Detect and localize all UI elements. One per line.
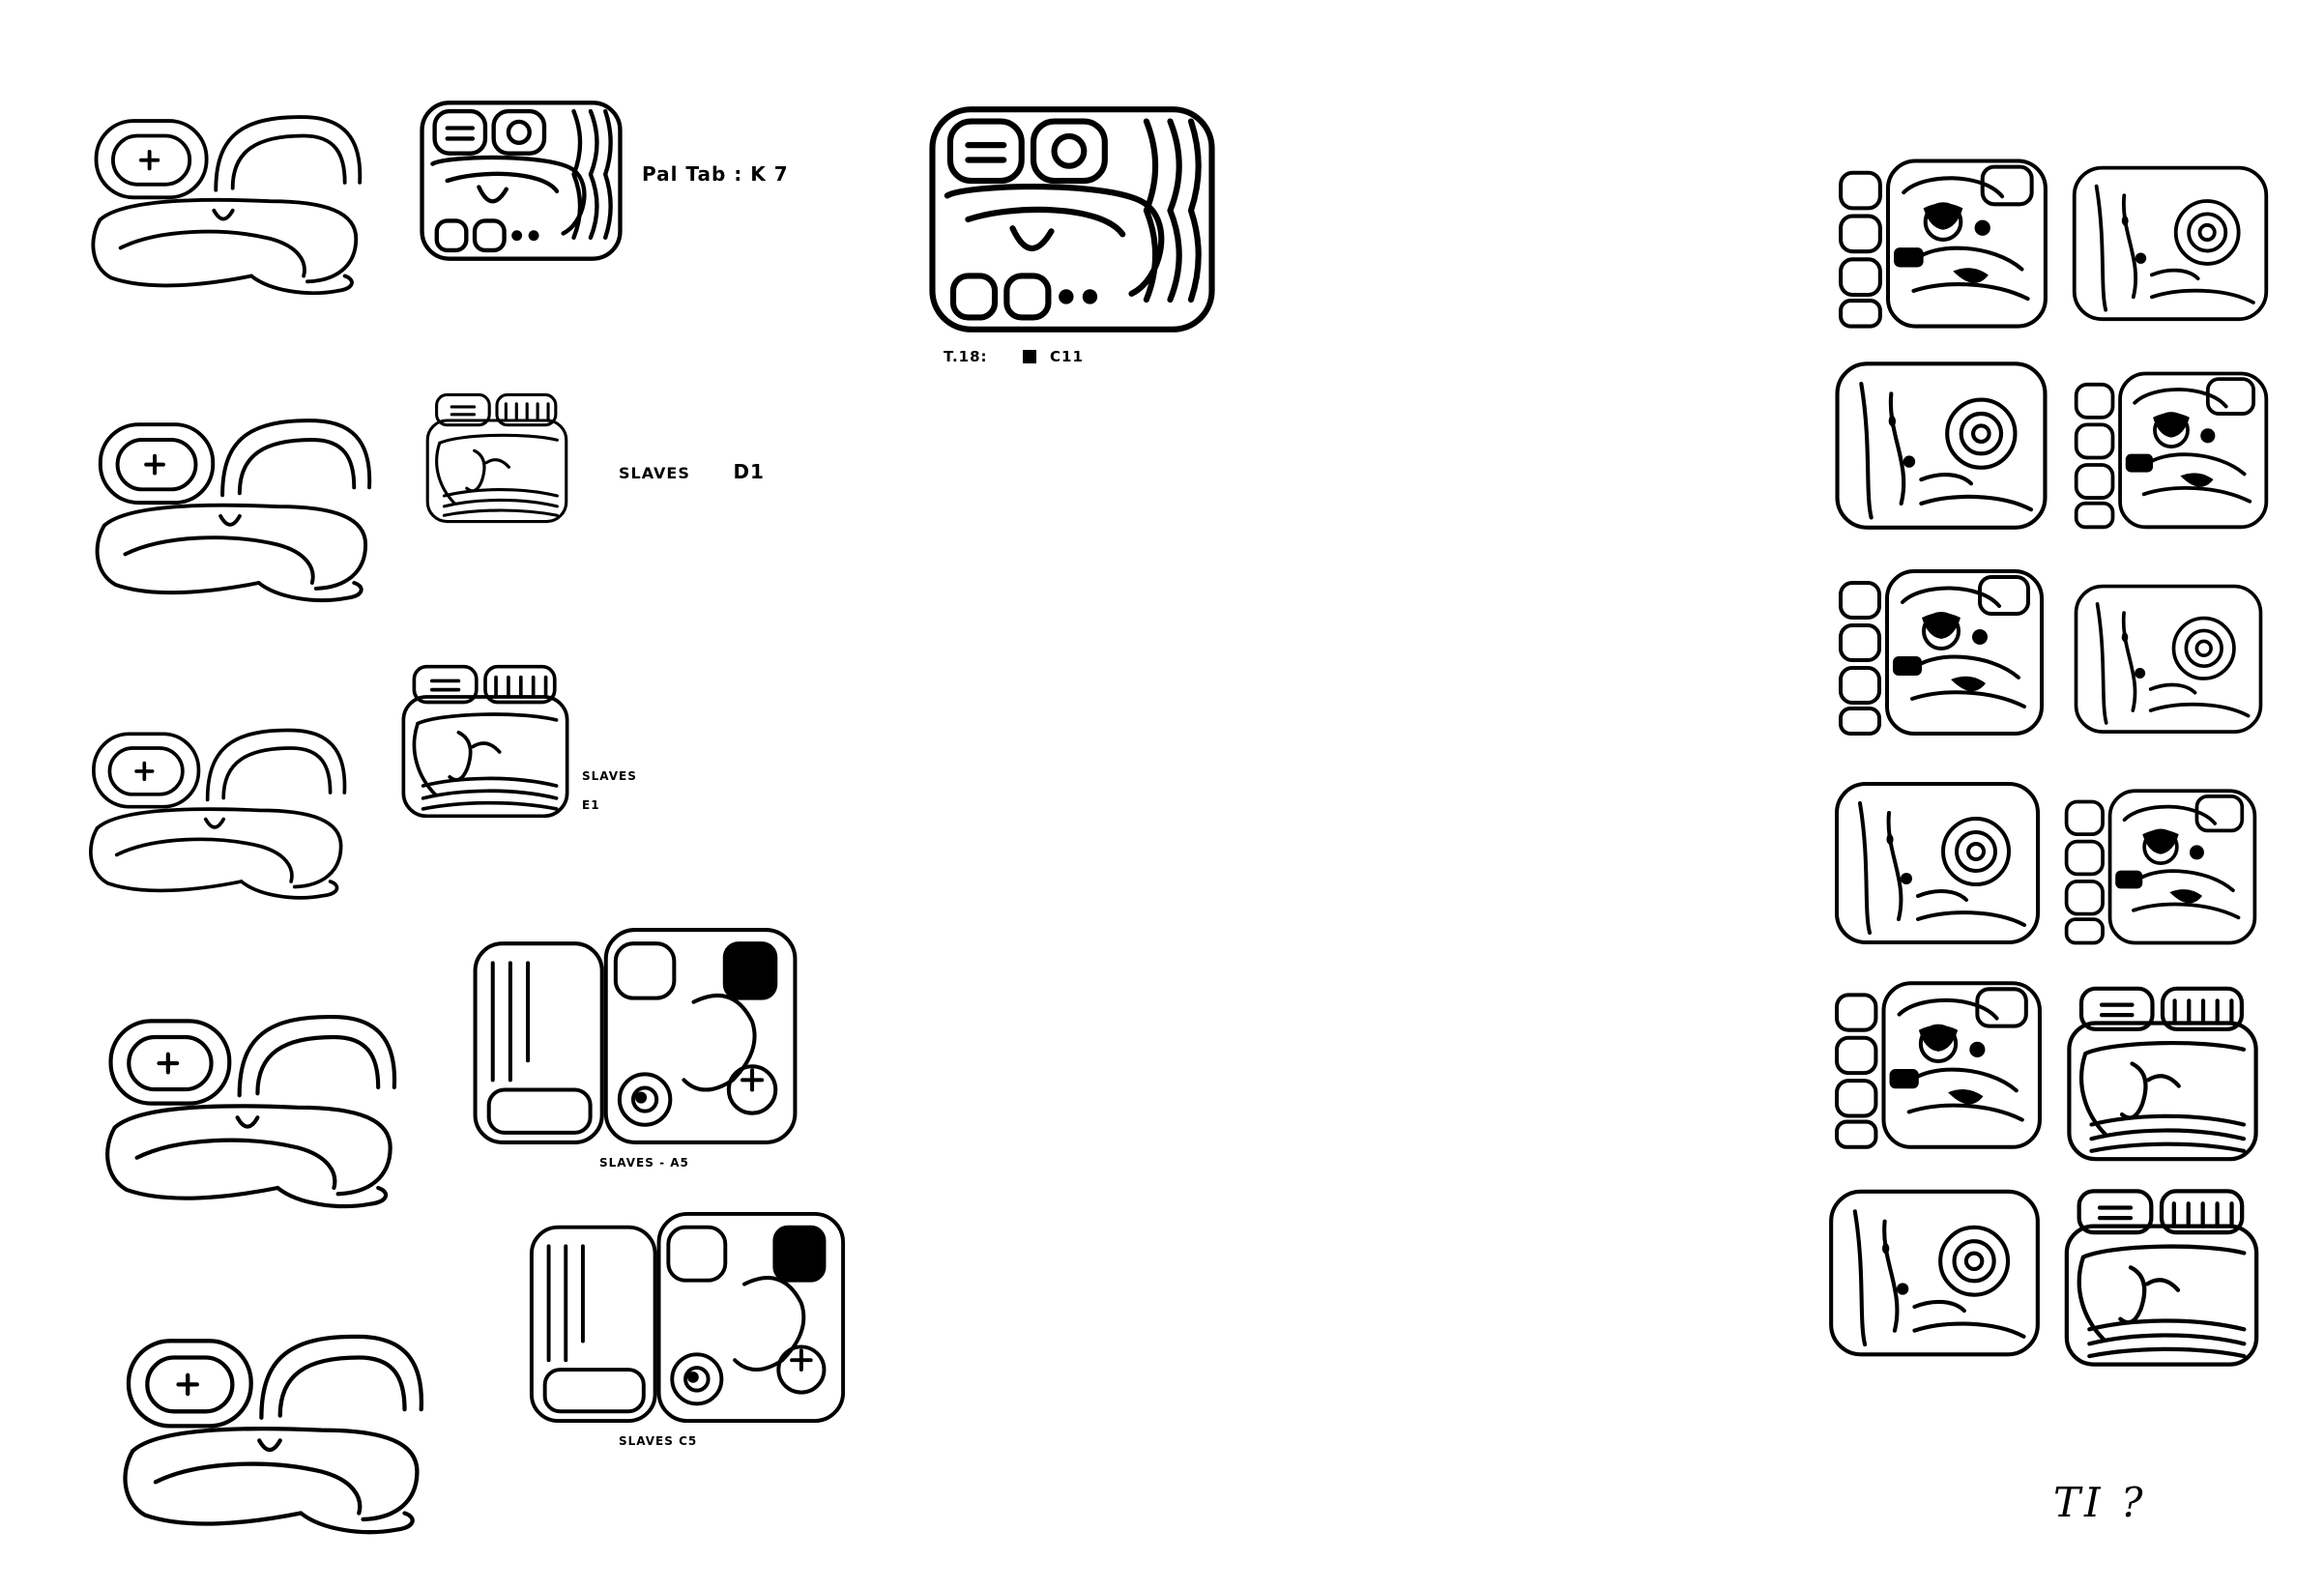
pal-tab-label: Pal Tab : K 7	[642, 162, 789, 186]
glyph-block-icon	[2061, 773, 2260, 957]
grid-glyph-r3-c2	[2071, 563, 2266, 752]
grid-glyph-r1-c1	[1835, 147, 2051, 336]
grid-glyph-r4-c1	[1831, 769, 2044, 953]
glyph-block-icon	[416, 81, 626, 280]
slaves-e1-ref: E1	[582, 798, 600, 812]
t18-glyph	[913, 101, 1232, 338]
glyph-wide-icon	[468, 924, 802, 1148]
frog-glyph-icon	[83, 101, 363, 311]
t18-label: T.18: C11	[944, 348, 1084, 365]
frog-glyph-icon	[81, 696, 348, 934]
glyph-block-icon	[1835, 147, 2051, 336]
slaves-a5-label: SLAVES - A5	[599, 1156, 689, 1170]
grid-glyph-r2-c2	[2071, 360, 2272, 537]
t18-mark-icon	[1022, 350, 1036, 363]
grid-glyph-r1-c2	[2069, 147, 2272, 336]
slaves-e1-text: SLAVES	[582, 769, 637, 783]
glyph-block-icon	[1825, 1171, 2044, 1371]
frog-glyph-2	[87, 390, 373, 632]
frog-glyph-icon	[87, 390, 373, 632]
slaves-d1-text: SLAVES	[619, 464, 690, 482]
slaves-d1-glyph	[421, 375, 572, 541]
slaves-c5-label: SLAVES C5	[619, 1434, 698, 1448]
slaves-d1-label: SLAVES D1	[619, 460, 765, 483]
frog-glyph-4	[97, 976, 398, 1249]
pal-tab-glyph	[416, 81, 626, 280]
grid-glyph-r3-c1	[1835, 551, 2048, 750]
glyph-block-icon	[2071, 360, 2272, 537]
glyph-head-icon	[421, 375, 572, 541]
glyph-block-icon	[1835, 551, 2048, 750]
ti-label: TI ?	[2053, 1479, 2147, 1526]
glyph-block-icon	[1831, 968, 2046, 1158]
grid-glyph-r6-c1	[1825, 1171, 2044, 1371]
glyph-block-icon	[1831, 769, 2044, 953]
glyph-block-icon	[1831, 354, 2051, 534]
glyph-block-icon	[913, 101, 1232, 338]
frog-glyph-5	[114, 1295, 425, 1575]
glyph-head-icon	[2061, 982, 2264, 1166]
glyph-head-icon	[2057, 1185, 2266, 1371]
frog-glyph-icon	[114, 1295, 425, 1575]
glyph-head-icon	[396, 630, 574, 852]
slaves-a5-glyph	[468, 924, 802, 1148]
frog-glyph-3	[81, 696, 348, 934]
grid-glyph-r5-c2	[2061, 982, 2264, 1166]
glyph-wide-icon	[526, 1206, 849, 1429]
t18-ref: C11	[1050, 348, 1084, 365]
slaves-e1-glyph	[396, 630, 574, 852]
grid-glyph-r6-c2	[2057, 1185, 2266, 1371]
grid-glyph-r4-c2	[2061, 773, 2260, 957]
frog-glyph-icon	[97, 976, 398, 1249]
glyph-block-icon	[2071, 563, 2266, 752]
t18-text: T.18:	[944, 348, 988, 365]
grid-glyph-r2-c1	[1831, 354, 2051, 534]
frog-glyph-1	[83, 101, 363, 311]
slaves-c5-glyph	[526, 1206, 849, 1429]
grid-glyph-r5-c1	[1831, 968, 2046, 1158]
glyph-block-icon	[2069, 147, 2272, 336]
slaves-d1-ref: D1	[733, 460, 765, 483]
slaves-e1-label: SLAVES E1	[582, 762, 637, 820]
